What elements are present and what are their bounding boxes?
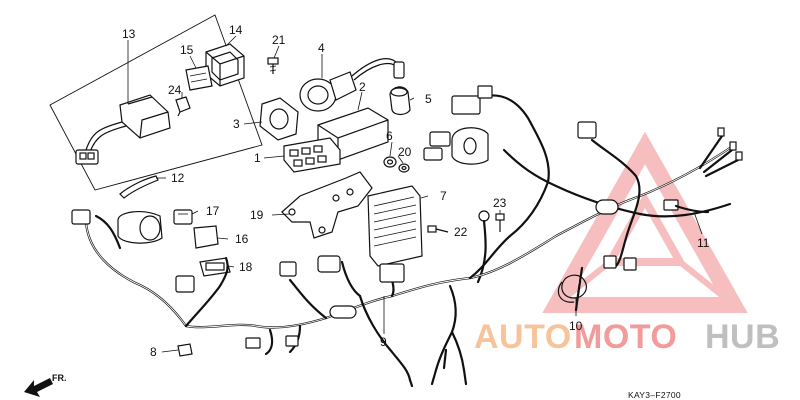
flasher-relay-part <box>75 94 171 165</box>
coupler-18 <box>199 257 231 277</box>
callout-3: 3 <box>233 117 240 131</box>
callout-12: 12 <box>171 171 185 185</box>
band-10 <box>557 274 587 303</box>
starter-relay <box>117 211 163 244</box>
bolt-23 <box>495 213 505 232</box>
callout-7: 7 <box>440 189 447 203</box>
callout-6: 6 <box>386 129 393 143</box>
clip-8 <box>177 343 193 357</box>
ignition-coil-4 <box>299 58 405 112</box>
callout-9: 9 <box>380 335 387 349</box>
wire-ends-right <box>674 127 743 214</box>
callout-8: 8 <box>150 345 157 359</box>
relay-16 <box>193 225 219 249</box>
grommet-6 <box>383 156 397 168</box>
rubber-cover-5 <box>389 86 411 116</box>
band-12 <box>119 175 159 199</box>
clip-24 <box>175 96 191 117</box>
watermark-hub: HUB <box>705 318 780 356</box>
callout-24: 24 <box>168 83 182 97</box>
rubber-mount-14 <box>205 43 245 87</box>
watermark-triangle-logo <box>542 131 748 313</box>
callout-11: 11 <box>697 236 710 250</box>
callout-19: 19 <box>250 208 264 222</box>
watermark-moto: MOTO <box>574 318 677 356</box>
callout-10: 10 <box>569 319 583 333</box>
callout-16: 16 <box>235 232 249 246</box>
callout-15: 15 <box>180 43 194 57</box>
ground-cable <box>476 210 490 284</box>
callout-23: 23 <box>493 196 507 210</box>
harness-couplers <box>71 85 679 349</box>
front-direction-arrow: FR. <box>24 373 67 397</box>
label-plate-15 <box>185 65 213 91</box>
callout-5: 5 <box>425 92 432 106</box>
watermark-text: AUTO MOTO HUB <box>474 318 780 356</box>
bracket-19 <box>281 171 373 239</box>
callout-21: 21 <box>272 33 286 47</box>
relay-17 <box>173 209 193 225</box>
fuse-box-1 <box>283 137 341 173</box>
callout-20: 20 <box>398 145 412 159</box>
drawing-code: KAY3–F2700 <box>628 390 681 400</box>
bolt-21 <box>267 57 279 74</box>
callout-4: 4 <box>318 41 325 55</box>
wire-ends-bottom <box>408 348 468 388</box>
callout-14: 14 <box>229 23 243 37</box>
regulator-7 <box>367 185 423 267</box>
callout-2: 2 <box>359 80 366 94</box>
callout-1: 1 <box>254 151 261 165</box>
leader-lines <box>127 35 703 353</box>
callout-17: 17 <box>206 204 220 218</box>
callout-numbers: 13 14 15 24 21 4 2 5 3 1 6 20 7 22 23 12… <box>122 23 710 359</box>
callout-18: 18 <box>239 260 253 274</box>
callout-13: 13 <box>122 27 136 41</box>
collar-20 <box>398 163 410 173</box>
watermark-auto: AUTO <box>474 318 572 356</box>
front-direction-label: FR. <box>52 373 67 383</box>
holder-3 <box>259 97 299 141</box>
callout-22: 22 <box>454 225 468 239</box>
